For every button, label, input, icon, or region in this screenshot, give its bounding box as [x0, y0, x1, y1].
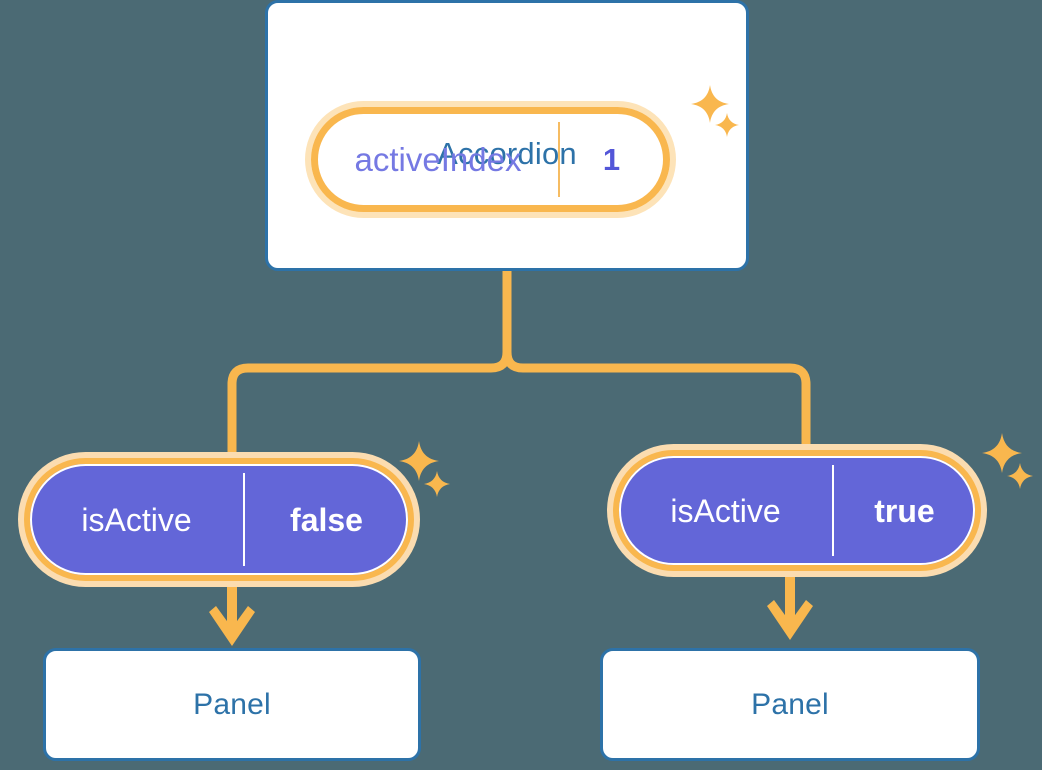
state-pill-divider	[558, 122, 560, 197]
state-pill-body[interactable]: isActive false	[24, 458, 414, 581]
state-key-label: isActive	[670, 492, 781, 529]
state-key-label: isActive	[81, 501, 192, 538]
sparkle-four-point-small-icon	[1006, 462, 1034, 490]
state-pill-is-active-right[interactable]: isActive true	[613, 450, 981, 571]
state-value-label: true	[874, 492, 935, 529]
arrow-down-icon	[767, 575, 813, 640]
state-pill-body[interactable]: isActive true	[613, 450, 981, 571]
state-value-label: false	[290, 501, 363, 538]
state-key-label: activeIndex	[354, 141, 522, 178]
state-pill-divider	[243, 473, 245, 566]
panel-title: Panel	[751, 687, 829, 721]
panel-title: Panel	[193, 687, 271, 721]
state-pill-divider	[832, 465, 834, 556]
panel-component-card-left[interactable]: Panel	[43, 648, 421, 761]
state-pill-body[interactable]: activeIndex 1	[311, 107, 670, 212]
sparkle-four-point-small-icon	[423, 470, 451, 498]
branch-connector-icon	[227, 266, 512, 464]
state-value-label: 1	[602, 142, 621, 177]
sparkle-four-point-large-icon	[981, 432, 1023, 474]
arrow-down-icon	[209, 583, 255, 646]
state-pill-is-active-left[interactable]: isActive false	[24, 458, 414, 581]
panel-component-card-right[interactable]: Panel	[600, 648, 980, 761]
branch-connector-right-icon	[502, 347, 811, 457]
state-pill-active-index[interactable]: activeIndex 1	[311, 107, 670, 212]
